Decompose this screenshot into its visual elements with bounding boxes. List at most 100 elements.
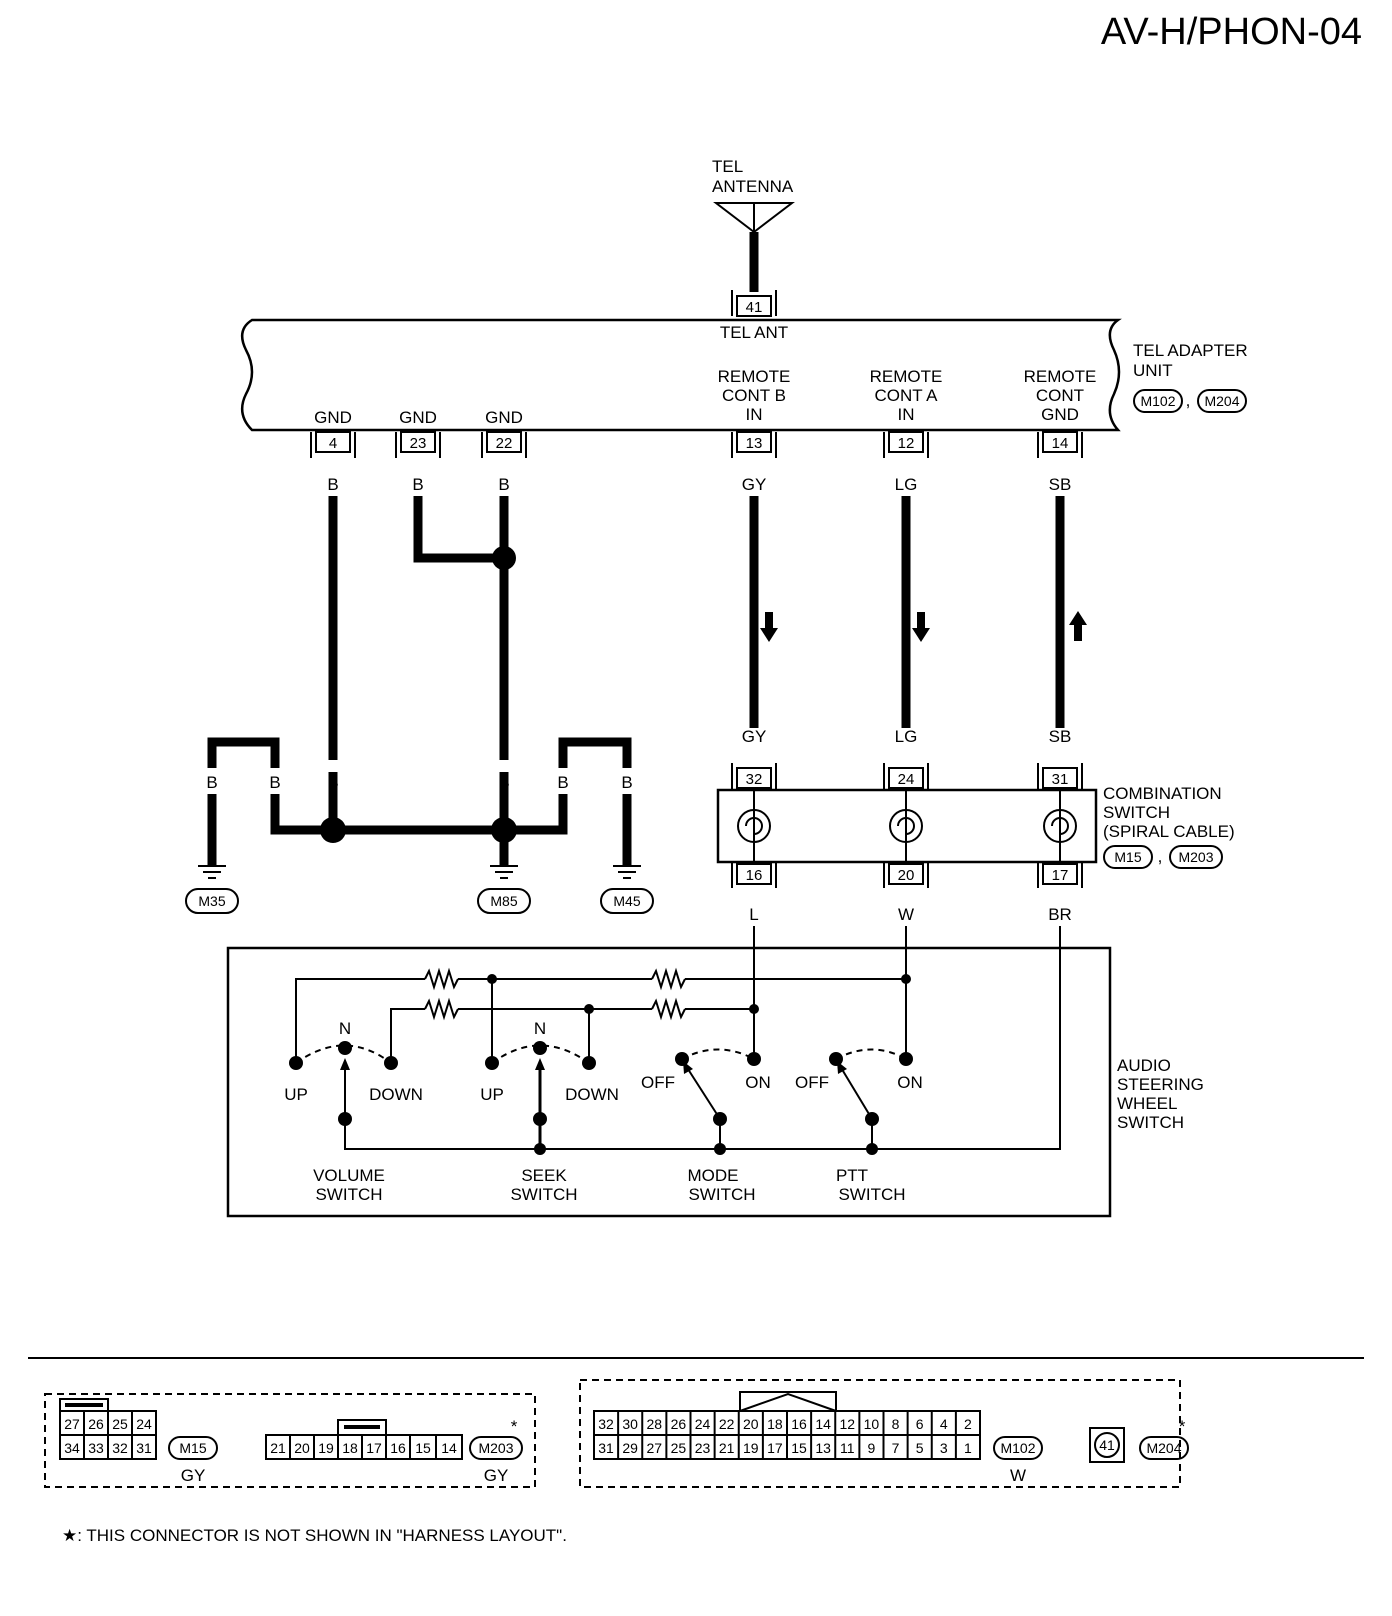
terminal-pin-14: 14 xyxy=(1037,431,1083,458)
ground-wire-color: B xyxy=(557,773,568,792)
ground-wire-color: B xyxy=(327,773,338,792)
antenna-label-2: ANTENNA xyxy=(712,177,794,196)
wire-color-14: SB xyxy=(1049,475,1072,494)
connector-m15-label: M15 xyxy=(179,1440,206,1456)
connector-pin-41: 41 xyxy=(731,290,777,317)
mode-switch: OFF ON MODE SWITCH xyxy=(641,1048,771,1204)
connector-pin-number: 18 xyxy=(767,1416,783,1432)
spiral-cable-icon xyxy=(737,790,771,862)
connector-pin-number: 2 xyxy=(964,1416,972,1432)
steering-name-3: WHEEL xyxy=(1117,1094,1177,1113)
ground-wire-color: B xyxy=(621,773,632,792)
svg-text:24: 24 xyxy=(136,1416,152,1432)
volume-down-label: DOWN xyxy=(369,1085,423,1104)
tel-unit-name-1: TEL ADAPTER xyxy=(1133,341,1248,360)
ground-wire-color: B xyxy=(206,773,217,792)
combo-name-1: COMBINATION xyxy=(1103,784,1222,803)
wire-color-13: GY xyxy=(742,475,767,494)
combo-in-wire-32: GY xyxy=(742,727,767,746)
ground-m85: M85 xyxy=(490,893,517,909)
volume-switch-name-2: SWITCH xyxy=(315,1185,382,1204)
connector-m102-face: 3231302928272625242322212019181716151413… xyxy=(593,1391,981,1460)
volume-neutral-label: N xyxy=(339,1019,351,1038)
combo-pin-24: 24 xyxy=(898,771,915,788)
not-in-layout-star: * xyxy=(511,1417,518,1436)
connector-m203-face: 21 20 19 18 17 16 15 14 xyxy=(265,1419,463,1460)
tel-ant-pin-label: TEL ANT xyxy=(720,323,788,342)
ground-m45: M45 xyxy=(613,893,640,909)
seek-down-label: DOWN xyxy=(565,1085,619,1104)
connector-m204-tag: M204 xyxy=(1204,393,1239,409)
seek-neutral-label: N xyxy=(534,1019,546,1038)
terminal-label-13-1: REMOTE xyxy=(718,367,791,386)
connector-group-m15-m203 xyxy=(44,1393,536,1488)
signal-wires xyxy=(749,496,1087,728)
connector-pin-number: 10 xyxy=(864,1416,880,1432)
connector-views: 27 26 25 24 34 33 32 31 M15 GY 21 20 19 xyxy=(44,1379,1189,1488)
svg-text:14: 14 xyxy=(1052,435,1069,452)
connector-pin-number: 25 xyxy=(671,1440,687,1456)
connector-pin-number: 23 xyxy=(695,1440,711,1456)
splice-point xyxy=(491,817,517,843)
connector-m204-face: 41 xyxy=(1089,1427,1125,1463)
mode-switch-name-1: MODE xyxy=(688,1166,739,1185)
connector-pin-number: 15 xyxy=(791,1440,807,1456)
terminal-label-12-1: REMOTE xyxy=(870,367,943,386)
terminal-pin-4: 4 xyxy=(310,431,356,458)
svg-text:27: 27 xyxy=(64,1416,80,1432)
not-in-layout-star: * xyxy=(1179,1417,1186,1436)
terminal-label-gnd-22: GND xyxy=(485,408,523,427)
connector-pin-number: 7 xyxy=(892,1440,900,1456)
combo-pin-16: 16 xyxy=(746,867,763,884)
volume-switch-name-1: VOLUME xyxy=(313,1166,385,1185)
combo-out-wire-17: BR xyxy=(1048,905,1072,924)
ground-wire-color: B xyxy=(269,773,280,792)
spiral-cable-icon xyxy=(1043,790,1077,862)
terminal-label-13-2: CONT B xyxy=(722,386,786,405)
connector-pin-number: 17 xyxy=(767,1440,783,1456)
combo-name-2: SWITCH xyxy=(1103,803,1170,822)
wire-color-12: LG xyxy=(895,475,918,494)
arrow-down-icon xyxy=(912,612,930,642)
connector-m102-color: W xyxy=(1010,1466,1026,1485)
connector-m102-label: M102 xyxy=(1000,1440,1035,1456)
terminal-label-gnd-23: GND xyxy=(399,408,437,427)
connector-pin-number: 4 xyxy=(940,1416,948,1432)
connector-pin-number: 28 xyxy=(647,1416,663,1432)
svg-text:21: 21 xyxy=(270,1440,286,1456)
ptt-switch-name-1: PTT xyxy=(836,1166,868,1185)
svg-text:14: 14 xyxy=(441,1440,457,1456)
splice-point xyxy=(492,546,516,570)
terminal-pin-12: 12 xyxy=(883,431,929,458)
seek-switch: N UP DOWN SEEK SWITCH xyxy=(480,1019,619,1204)
audio-steering-wheel-switch: AUDIO STEERING WHEEL SWITCH xyxy=(226,926,1204,1218)
combo-name-3: (SPIRAL CABLE) xyxy=(1103,822,1235,841)
combo-out-wire-20: W xyxy=(898,905,914,924)
svg-text:16: 16 xyxy=(390,1440,406,1456)
combination-switch: 32 24 31 16 20 17 xyxy=(716,763,1235,888)
combo-in-wire-24: LG xyxy=(895,727,918,746)
svg-text:20: 20 xyxy=(294,1440,310,1456)
connector-pin-number: 19 xyxy=(743,1440,759,1456)
svg-text:15: 15 xyxy=(415,1440,431,1456)
svg-text:22: 22 xyxy=(496,435,513,452)
arrow-down-icon xyxy=(760,612,778,642)
combo-in-wire-31: SB xyxy=(1049,727,1072,746)
steering-name-4: SWITCH xyxy=(1117,1113,1184,1132)
ptt-switch-name-2: SWITCH xyxy=(838,1185,905,1204)
svg-text:,: , xyxy=(1186,391,1191,410)
connector-m203-label: M203 xyxy=(478,1440,513,1456)
connector-pin-number: 29 xyxy=(622,1440,638,1456)
steering-name-1: AUDIO xyxy=(1117,1056,1171,1075)
wire-color-22: B xyxy=(498,475,509,494)
arrow-up-icon xyxy=(1069,611,1087,641)
svg-text:12: 12 xyxy=(898,435,915,452)
terminal-pin-22: 22 xyxy=(481,431,527,458)
connector-pin-number: 16 xyxy=(791,1416,807,1432)
combo-out-wire-16: L xyxy=(749,905,758,924)
ground-symbol-icon xyxy=(613,865,641,879)
ground-m35: M35 xyxy=(198,893,225,909)
tel-adapter-unit: TEL ADAPTER UNIT M102 , M204 xyxy=(240,318,1248,432)
volume-switch: N UP DOWN VOLUME SWITCH xyxy=(284,1019,423,1204)
seek-switch-name-2: SWITCH xyxy=(510,1185,577,1204)
